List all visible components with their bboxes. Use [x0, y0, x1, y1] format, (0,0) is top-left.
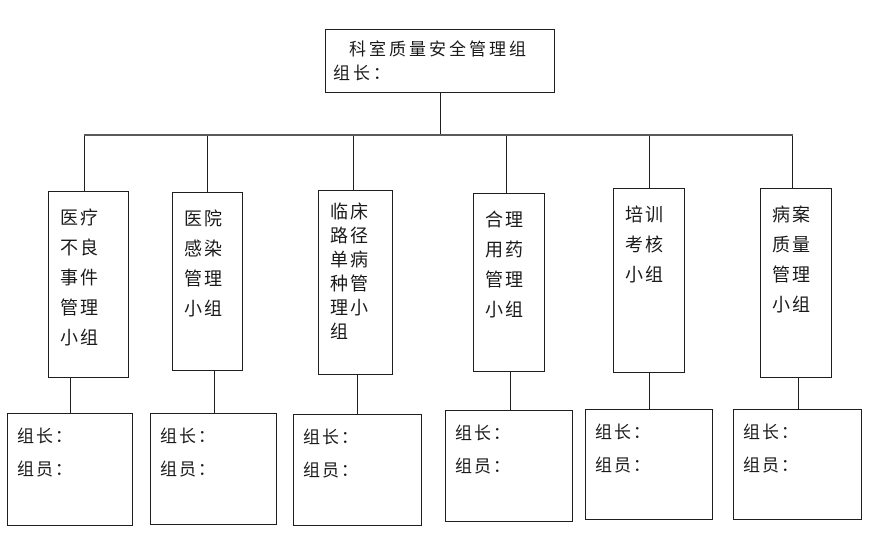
- root-stem-line: [440, 93, 441, 134]
- root-leader-label: 组长：: [333, 64, 393, 83]
- group-box-training-assessment: 培训 考核 小组: [613, 188, 685, 373]
- group-box-medical-records: 病案 质量 管理 小组: [760, 188, 832, 378]
- member-box-infection-control: 组长： 组员：: [150, 413, 277, 525]
- member-connector-line-rational-drug-use: [510, 372, 511, 410]
- member-connector-line-adverse-events: [70, 378, 71, 413]
- member-label: 组员：: [595, 456, 652, 475]
- drop-line-medical-records: [792, 136, 793, 190]
- member-connector-line-training-assessment: [649, 373, 650, 409]
- group-box-label: 合理 用药 管理 小组: [485, 210, 525, 320]
- drop-line-clinical-pathway: [353, 136, 354, 190]
- member-box-adverse-events: 组长： 组员：: [7, 413, 133, 526]
- drop-line-rational-drug-use: [506, 136, 507, 193]
- member-connector-line-infection-control: [214, 371, 215, 413]
- member-box-training-assessment: 组长： 组员：: [585, 409, 713, 520]
- drop-line-training-assessment: [649, 136, 650, 188]
- member-box-medical-records: 组长： 组员：: [733, 409, 862, 520]
- member-connector-line-clinical-pathway: [357, 375, 358, 414]
- drop-line-adverse-events: [84, 136, 85, 191]
- group-box-label: 医院 感染 管理 小组: [184, 209, 224, 319]
- member-label: 组员：: [160, 460, 217, 479]
- member-label: 组员：: [743, 456, 800, 475]
- leader-label: 组长：: [303, 428, 360, 447]
- leader-label: 组长：: [17, 427, 74, 446]
- member-label: 组员：: [303, 461, 360, 480]
- horizontal-bus-line: [84, 134, 793, 136]
- member-box-clinical-pathway: 组长： 组员：: [293, 414, 422, 526]
- group-box-adverse-events: 医疗 不良 事件 管理 小组: [48, 191, 129, 378]
- group-box-clinical-pathway: 临床 路径 单病 种管 理小 组: [318, 190, 393, 375]
- leader-label: 组长：: [595, 423, 652, 442]
- group-box-label: 病案 质量 管理 小组: [772, 205, 812, 315]
- member-connector-line-medical-records: [798, 378, 799, 409]
- group-box-infection-control: 医院 感染 管理 小组: [172, 192, 243, 371]
- leader-label: 组长：: [455, 424, 512, 443]
- group-box-label: 培训 考核 小组: [625, 205, 665, 285]
- root-title: 科室质量安全管理组: [349, 40, 529, 59]
- member-box-rational-drug-use: 组长： 组员：: [445, 410, 573, 522]
- member-label: 组员：: [455, 457, 512, 476]
- leader-label: 组长：: [743, 423, 800, 442]
- group-box-label: 临床 路径 单病 种管 理小 组: [330, 202, 370, 342]
- member-label: 组员：: [17, 460, 74, 479]
- group-box-rational-drug-use: 合理 用药 管理 小组: [473, 193, 545, 372]
- drop-line-infection-control: [207, 136, 208, 192]
- root-box: 科室质量安全管理组 组长：: [325, 29, 555, 93]
- group-box-label: 医疗 不良 事件 管理 小组: [60, 208, 100, 348]
- leader-label: 组长：: [160, 427, 217, 446]
